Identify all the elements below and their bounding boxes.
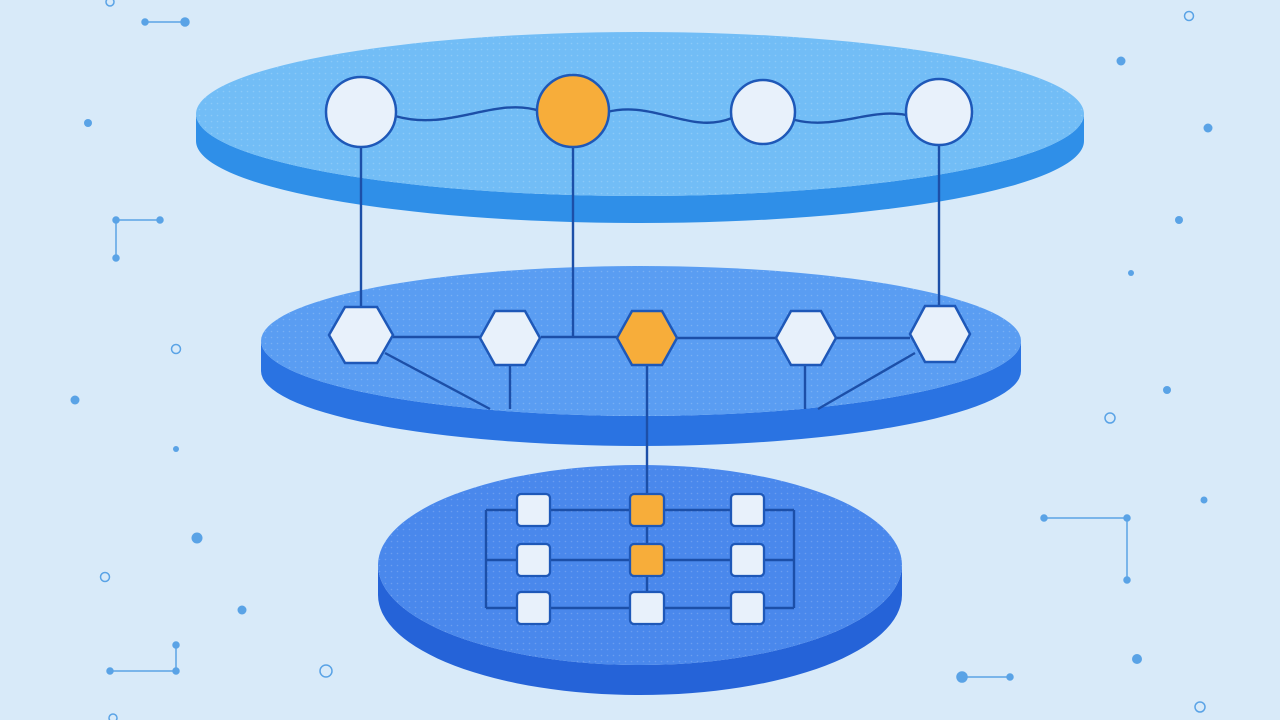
circuit-trace-left-upper [112, 216, 164, 262]
grid-node-r3c2 [628, 590, 666, 626]
grid-node-r3c3 [729, 590, 766, 626]
top-layer [196, 32, 1084, 223]
bottom-layer-side [378, 565, 902, 695]
decor-rings [99, 0, 1206, 720]
circuit-trace-left-lower [106, 641, 180, 675]
decor-dots [70, 56, 1213, 664]
middle-layer [261, 266, 1021, 446]
top-layer-side [196, 114, 1084, 223]
grid-node-r2c2-highlighted [628, 542, 666, 578]
circuit-trace-right [1040, 514, 1131, 584]
grid-node-r1c1 [515, 492, 552, 528]
top-chain-connector [394, 106, 907, 124]
middle-node-3-highlighted [615, 309, 679, 367]
middle-layer-nodes [327, 304, 972, 367]
top-node-1 [324, 75, 398, 149]
middle-node-2 [478, 309, 542, 367]
top-layer-nodes [324, 73, 974, 149]
middle-node-1 [327, 305, 395, 365]
middle-node-4 [774, 309, 838, 367]
circuit-trace-bottom-right [956, 671, 1014, 683]
grid-node-r3c1 [515, 590, 552, 626]
bottom-layer-nodes [515, 492, 766, 626]
circuit-trace-top-left [141, 17, 190, 27]
middle-layer-side [261, 341, 1021, 446]
grid-node-r1c2-highlighted [628, 492, 666, 528]
grid-node-r2c1 [515, 542, 552, 578]
background-decorations [70, 0, 1213, 720]
middle-node-5 [908, 304, 972, 364]
top-node-2-highlighted [535, 73, 611, 149]
top-node-3 [729, 78, 797, 146]
grid-node-r1c3 [729, 492, 766, 528]
top-node-4 [904, 77, 974, 147]
grid-node-r2c3 [729, 542, 766, 578]
